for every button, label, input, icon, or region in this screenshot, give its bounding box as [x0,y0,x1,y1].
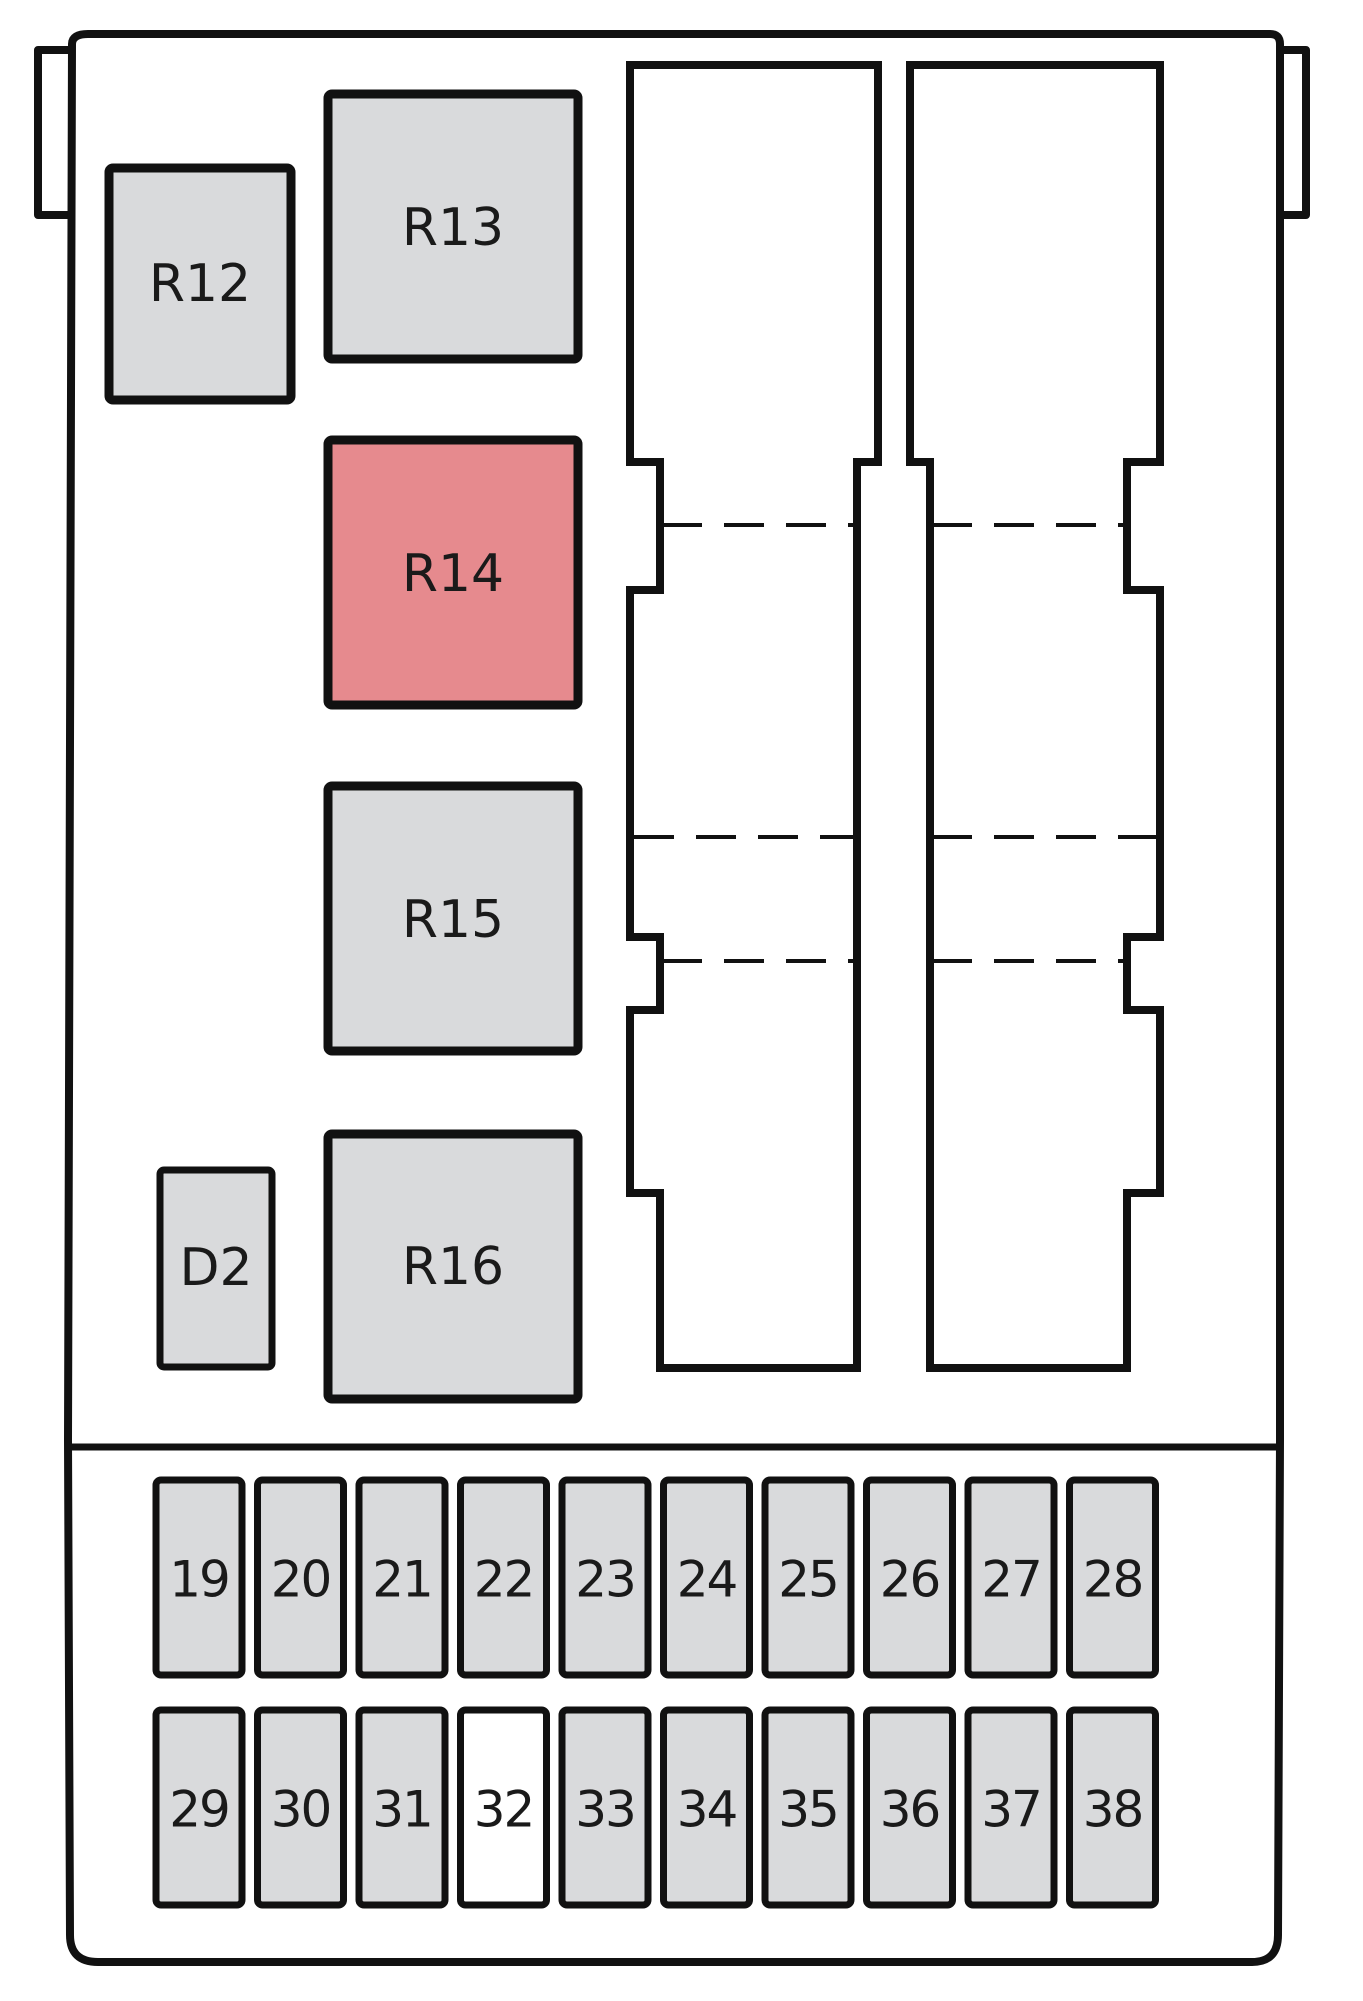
fuse-37[interactable]: 37 [964,1706,1058,1909]
fuse-30-label: 30 [271,1781,331,1839]
fuse-21[interactable]: 21 [355,1476,449,1679]
fuse-21-label: 21 [372,1551,432,1609]
fuse-32-label: 32 [474,1781,534,1839]
fuse-36-body [863,1706,956,1909]
fuse-33[interactable]: 33 [558,1706,652,1909]
fuse-19-label: 19 [169,1551,229,1609]
fuse-26-body [863,1476,956,1679]
relay-r12[interactable]: R12 [104,163,296,405]
fuse-31-label: 31 [372,1781,432,1839]
fuse-23-body [558,1476,652,1679]
relay-r14[interactable]: R14 [323,435,583,710]
fuse-36[interactable]: 36 [863,1706,956,1909]
relay-r12-label: R12 [149,254,251,314]
fuse-38[interactable]: 38 [1066,1706,1159,1909]
fuse-27-body [964,1476,1058,1679]
fuse-20-label: 20 [271,1551,331,1609]
fuse-35[interactable]: 35 [761,1706,855,1909]
left-clip [34,46,72,219]
fuse-19[interactable]: 19 [152,1476,246,1679]
fuse-29[interactable]: 29 [152,1706,246,1909]
fuse-30-body [254,1706,347,1909]
fuse-31[interactable]: 31 [355,1706,449,1909]
fuse-35-label: 35 [778,1781,838,1839]
left-socket [626,61,882,1372]
fuse-22-label: 22 [474,1551,534,1609]
fuse-25[interactable]: 25 [761,1476,855,1679]
fuse-38-label: 38 [1083,1781,1143,1839]
fuse-33-label: 33 [575,1781,635,1839]
relay-r15-label: R15 [402,890,504,950]
fuse-27-label: 27 [981,1551,1041,1609]
fuse-36-label: 36 [880,1781,940,1839]
fuse-29-label: 29 [169,1781,229,1839]
fuse-20-body [254,1476,347,1679]
fuse-19-body [152,1476,246,1679]
relay-group: R12 R13 R14 R15 R16 D2 [104,89,583,1404]
diode-d2-label: D2 [179,1238,252,1298]
fuse-23-label: 23 [575,1551,635,1609]
fuse-29-body [152,1706,246,1909]
relay-r13-label: R13 [402,198,504,258]
diode-d2[interactable]: D2 [156,1166,276,1371]
fuse-37-body [964,1706,1058,1909]
relay-r16-label: R16 [402,1237,504,1297]
fuse-23[interactable]: 23 [558,1476,652,1679]
relay-r15[interactable]: R15 [323,781,583,1056]
fuse-31-body [355,1706,449,1909]
fuse-24-body [660,1476,753,1679]
fuse-24[interactable]: 24 [660,1476,753,1679]
fuse-30[interactable]: 30 [254,1706,347,1909]
fuse-28[interactable]: 28 [1066,1476,1159,1679]
fuse-22-body [457,1476,550,1679]
fuse-26-label: 26 [880,1551,940,1609]
fuse-35-body [761,1706,855,1909]
fuse-37-label: 37 [981,1781,1041,1839]
relay-r14-label: R14 [402,544,504,604]
fuse-grid: 19 20 21 22 23 24 25 26 27 28 29 30 31 32 33 34 35 36 37 38 [152,1476,1159,1909]
right-clip [1282,46,1310,219]
fuse-25-body [761,1476,855,1679]
fuse-20[interactable]: 20 [254,1476,347,1679]
fuse-32-body [457,1706,550,1909]
fuse-34-label: 34 [677,1781,737,1839]
relay-r13[interactable]: R13 [323,89,583,364]
fuse-24-label: 24 [677,1551,737,1609]
fuse-25-label: 25 [778,1551,838,1609]
fuse-21-body [355,1476,449,1679]
fuse-34-body [660,1706,753,1909]
fuse-28-label: 28 [1083,1551,1143,1609]
fuse-34[interactable]: 34 [660,1706,753,1909]
fuse-38-body [1066,1706,1159,1909]
relay-r16[interactable]: R16 [323,1129,583,1404]
fuse-27[interactable]: 27 [964,1476,1058,1679]
right-socket [906,61,1164,1372]
fuse-26[interactable]: 26 [863,1476,956,1679]
fuse-22[interactable]: 22 [457,1476,550,1679]
fuse-32[interactable]: 32 [457,1706,550,1909]
fuse-28-body [1066,1476,1159,1679]
fuse-33-body [558,1706,652,1909]
